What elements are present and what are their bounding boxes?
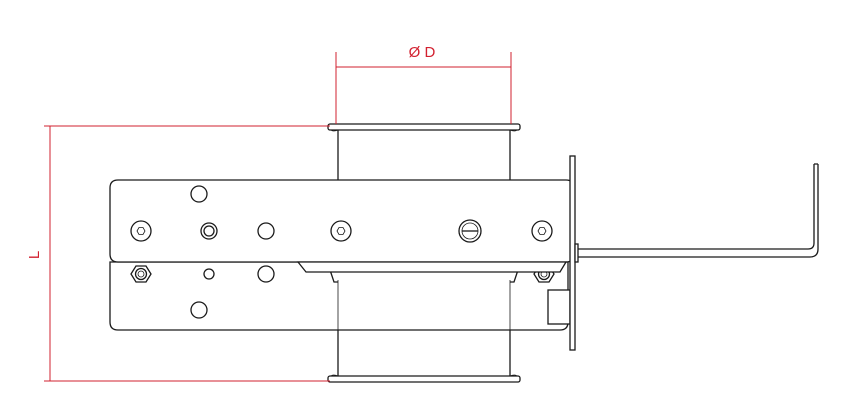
tube-top-flange [327,123,521,131]
diameter-label: Ø D [409,44,436,61]
hex-socket-screw-icon [330,220,352,242]
dimension-length: L [26,125,330,382]
hole-icon [257,265,275,283]
hole-icon [190,185,208,203]
handle [569,155,819,351]
lower-block [547,289,571,325]
dimension-diameter: Ø D [335,44,512,124]
slotted-screw-icon [458,219,482,243]
hex-nut-icon [130,265,152,283]
hole-icon [190,301,208,319]
lower-plate [109,261,571,331]
hex-socket-screw-icon [130,220,152,242]
handle-rod [578,163,819,258]
tube [327,123,521,383]
tube-bottom-flange [327,375,521,383]
side-bracket [569,155,576,351]
hole-icon [203,268,215,280]
hole-icon [257,222,275,240]
hex-socket-screw-icon [531,220,553,242]
pin-icon [200,222,218,240]
length-label: L [26,251,43,259]
upper-plate [109,179,575,273]
